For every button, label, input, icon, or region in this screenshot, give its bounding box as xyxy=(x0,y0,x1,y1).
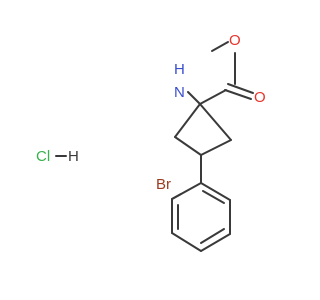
bond-phenyl-c3-c4 xyxy=(171,232,202,252)
bond-carbonyl-double-1 xyxy=(224,89,252,100)
bond-ring-right-bottom xyxy=(200,139,232,156)
bond-ring-bottom-left xyxy=(174,136,202,156)
bond-phenyl-c6-c1 xyxy=(200,182,231,201)
bond-phenyl-to-bromine xyxy=(171,193,182,200)
atom-amine-hydrogen: H xyxy=(174,61,185,78)
atom-methoxy-oxygen: O xyxy=(229,32,241,49)
bond-phenyl-c4-c5 xyxy=(200,233,231,252)
bond-methyl-oxygen xyxy=(211,41,229,52)
atom-bromine: Br xyxy=(156,176,171,193)
atom-amine-nitrogen: N xyxy=(174,84,185,101)
bond-phenyl-inner-1 xyxy=(202,190,225,204)
molecule-structure: O O H N Cl H Br xyxy=(36,32,266,252)
bond-ring-left-top xyxy=(174,103,201,138)
bond-phenyl-inner-2 xyxy=(200,228,225,244)
bond-nitrogen-to-quaternary xyxy=(187,91,201,105)
bond-carbonyl-to-quaternary xyxy=(199,89,227,105)
bond-carbonyl-double-2 xyxy=(227,83,254,94)
atom-carbonyl-oxygen: O xyxy=(254,89,266,106)
bond-ring-top-right xyxy=(199,103,232,141)
structure-canvas: O O H N Cl H Br xyxy=(36,32,266,252)
atom-hcl-hydrogen: H xyxy=(68,148,79,165)
atom-chlorine: Cl xyxy=(36,148,50,165)
